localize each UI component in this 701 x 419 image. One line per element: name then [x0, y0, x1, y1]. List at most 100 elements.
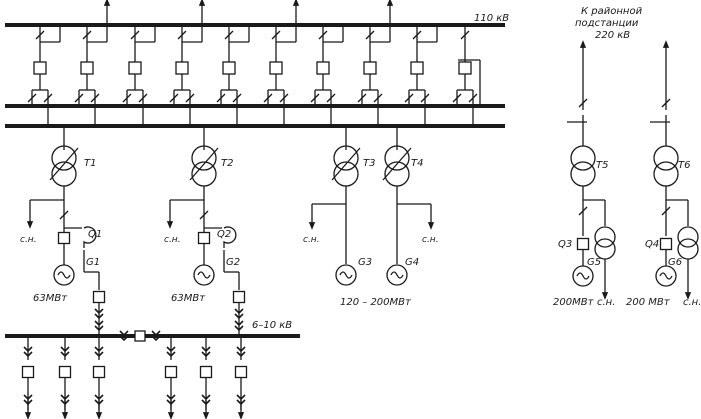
- bus-disconnector: [43, 93, 53, 103]
- rating-g6: 200 МВт: [626, 297, 671, 308]
- generator: [193, 264, 215, 286]
- withdrawable-contact: [119, 330, 129, 342]
- label-t5: T5: [596, 160, 608, 171]
- bus-disconnector: [224, 30, 234, 40]
- transformer: [384, 145, 410, 171]
- bus-disconnector: [232, 93, 242, 103]
- bus-disconnector: [412, 30, 422, 40]
- generator-disconnector: [59, 210, 69, 220]
- rating-g1: 63МВт: [33, 293, 68, 304]
- bay-breaker: [363, 61, 377, 75]
- bay-breaker: [316, 61, 330, 75]
- transformer: [570, 145, 596, 171]
- aux-transformer-winding: [594, 238, 616, 260]
- generator-disconnector: [199, 210, 209, 220]
- withdrawable-contact: [60, 346, 70, 358]
- label-q2: Q2: [217, 229, 231, 240]
- transformer-winding: [570, 161, 596, 187]
- line-disconnector: [661, 98, 671, 108]
- aux-transformer: [677, 226, 699, 248]
- bus-disconnector: [185, 93, 195, 103]
- feeder-breaker: [92, 290, 106, 304]
- generator-wave: [659, 272, 673, 280]
- label-sn-1: с.н.: [20, 235, 37, 245]
- bay-breaker: [33, 61, 47, 75]
- hv-bus-label: 110 кВ: [474, 13, 509, 24]
- feeder-breaker: [58, 365, 72, 379]
- bus-disconnector: [279, 93, 289, 103]
- bus-disconnector: [310, 93, 320, 103]
- label-t4: T4: [411, 158, 423, 169]
- feeder-breaker: [21, 365, 35, 379]
- bus-disconnector: [216, 93, 226, 103]
- regulation-arrow: [189, 147, 219, 181]
- bus-disconnector: [82, 30, 92, 40]
- substation-label-line3: 220 кВ: [595, 30, 630, 41]
- rating-g34: 120 – 200МВт: [340, 297, 412, 308]
- generator-wave: [576, 272, 590, 280]
- label-sn-2: с.н.: [164, 235, 181, 245]
- bus-disconnector: [420, 93, 430, 103]
- bay-breaker: [175, 61, 189, 75]
- bus-disconnector: [460, 30, 470, 40]
- generator-breaker: [576, 237, 590, 251]
- bus-disconnector: [35, 30, 45, 40]
- label-q1: Q1: [88, 229, 102, 240]
- label-sn-g6: с.н.: [683, 297, 701, 308]
- generator-breaker: [57, 231, 71, 245]
- bus-disconnector: [357, 93, 367, 103]
- generator-breaker: [659, 237, 673, 251]
- withdrawable-contact: [166, 346, 176, 358]
- bus-disconnector: [365, 30, 375, 40]
- label-g4: G4: [405, 257, 419, 268]
- line-disconnector: [578, 98, 588, 108]
- bus-disconnector: [130, 30, 140, 40]
- generator-units-right: [567, 40, 699, 300]
- substation-label-line1: К районной: [581, 6, 643, 17]
- bus-disconnector: [138, 93, 148, 103]
- section-reactor: [134, 330, 146, 342]
- bus-disconnector: [90, 93, 100, 103]
- label-g5: G5: [587, 257, 601, 268]
- generator-breaker: [197, 231, 211, 245]
- withdrawable-contact: [23, 346, 33, 358]
- withdrawable-contact: [94, 346, 104, 358]
- feeder-breaker: [199, 365, 213, 379]
- rating-g2: 63МВт: [171, 293, 206, 304]
- gen-bus-label: 6–10 кВ: [252, 320, 292, 331]
- feeder-breaker: [234, 365, 248, 379]
- bay-breaker: [128, 61, 142, 75]
- label-g2: G2: [226, 257, 240, 268]
- transformer: [653, 145, 679, 171]
- bus-disconnector: [169, 93, 179, 103]
- substation-label-line2: подстанции: [575, 18, 639, 29]
- generator-units-mid: [308, 126, 435, 286]
- withdrawable-contact: [234, 308, 244, 320]
- label-g3: G3: [358, 257, 372, 268]
- generator-wave: [390, 271, 404, 279]
- withdrawable-contact: [151, 330, 161, 342]
- transformer: [333, 145, 359, 171]
- generator: [53, 264, 75, 286]
- withdrawable-contact: [234, 320, 244, 332]
- bus-disconnector: [263, 93, 273, 103]
- bus-disconnector: [177, 30, 187, 40]
- bus-disconnector: [326, 93, 336, 103]
- regulation-arrow: [382, 147, 412, 181]
- feeder-breaker: [232, 290, 246, 304]
- generator: [386, 264, 408, 286]
- generator: [335, 264, 357, 286]
- bus-disconnector: [468, 93, 478, 103]
- bus-disconnector: [373, 93, 383, 103]
- withdrawable-contact: [236, 346, 246, 358]
- generator-wave: [197, 271, 211, 279]
- label-g1: G1: [86, 257, 100, 268]
- withdrawable-contact: [94, 308, 104, 320]
- regulation-arrow: [331, 147, 361, 181]
- aux-transformer: [594, 226, 616, 248]
- feeder-breaker: [92, 365, 106, 379]
- bay-breaker: [410, 61, 424, 75]
- label-sn-5: с.н.: [597, 297, 615, 308]
- bus-disconnector: [318, 30, 328, 40]
